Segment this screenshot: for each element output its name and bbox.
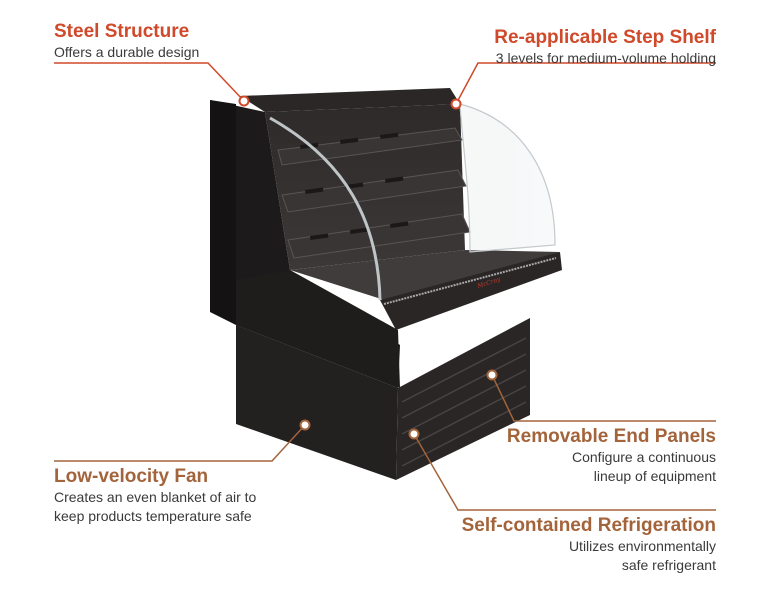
callout-steel-structure: Steel Structure Offers a durable design: [54, 21, 199, 62]
callout-description-line-1: Utilizes environmentally: [568, 538, 716, 554]
front-cowl: [236, 270, 400, 388]
marker-fan: [299, 419, 311, 431]
louver-vents: [401, 337, 527, 467]
shelf-label-slots: [300, 132, 409, 240]
callout-description-line-2: safe refrigerant: [621, 557, 716, 573]
marker-end-panels: [486, 369, 498, 381]
callout-title: Re-applicable Step Shelf: [494, 27, 716, 48]
leader-end-panels: [491, 374, 716, 422]
callout-title: Self-contained Refrigeration: [461, 515, 716, 536]
base-front-panel: [236, 325, 398, 480]
callout-title: Low-velocity Fan: [54, 466, 209, 487]
base-side-panel: [396, 318, 530, 480]
callout-title: Steel Structure: [54, 21, 190, 42]
leader-step-shelf: [455, 62, 716, 105]
front-bumper: [380, 252, 562, 330]
callout-leaders: [54, 62, 716, 511]
callout-description: Offers a durable design: [54, 44, 200, 60]
callout-refrigeration: Self-contained Refrigeration Utilizes en…: [462, 515, 716, 575]
callout-description: 3 levels for medium-volume holding: [495, 50, 716, 66]
callout-description-line-1: Configure a continuous: [572, 449, 716, 465]
left-end-panel-edge: [210, 100, 236, 325]
front-deck: [290, 250, 560, 305]
callout-fan: Low-velocity Fan Creates an even blanket…: [54, 466, 256, 526]
callout-title: Removable End Panels: [506, 426, 716, 447]
leader-steel-structure: [54, 62, 245, 102]
deck-grille: [383, 257, 557, 305]
callout-description-line-2: lineup of equipment: [593, 468, 716, 484]
callout-step-shelf: Re-applicable Step Shelf 3 levels for me…: [494, 27, 716, 68]
callout-description-line-2: keep products temperature safe: [54, 508, 252, 524]
canopy-top: [240, 88, 460, 112]
callout-end-panels: Removable End Panels Configure a continu…: [507, 426, 716, 486]
glass-end-panel: [459, 103, 556, 253]
marker-refrigeration: [408, 428, 420, 440]
glass-front-arc: [269, 116, 382, 301]
marker-steel-structure: [238, 95, 250, 107]
callout-markers: [238, 95, 498, 440]
callout-description-line-1: Creates an even blanket of air to: [54, 489, 257, 505]
leader-refrigeration: [413, 433, 716, 511]
marker-step-shelf: [450, 98, 462, 110]
leader-fan: [54, 424, 306, 462]
step-shelves: [277, 127, 471, 259]
